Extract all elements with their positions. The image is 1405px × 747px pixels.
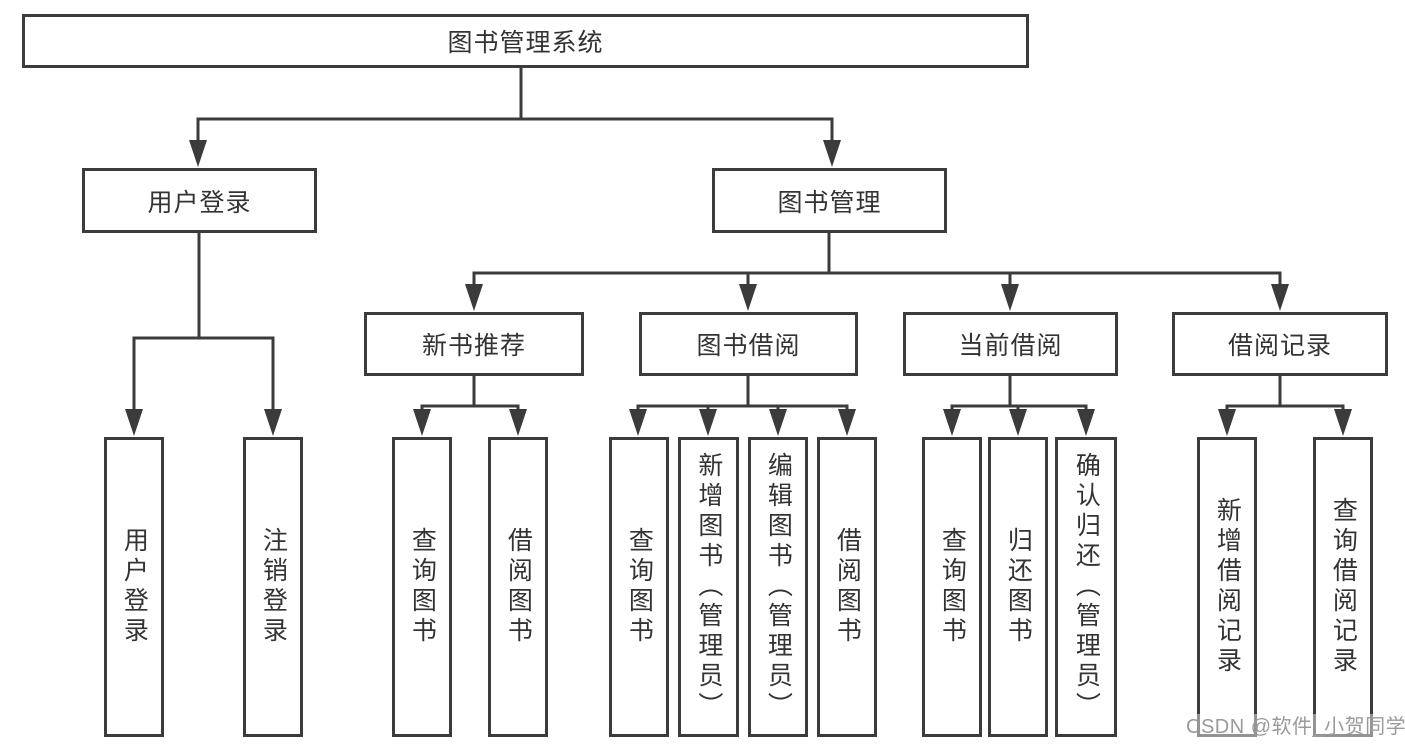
node-root-label: 图书管理系统: [447, 29, 604, 57]
node-book-borrow: 图书借阅: [639, 312, 858, 376]
arrowhead-leaf-add-record: [1218, 409, 1236, 436]
leaf-query-borrow-record-label: 查询借阅记录: [1329, 497, 1358, 677]
leaf-borrow-book-2-label: 借阅图书: [833, 527, 862, 647]
node-new-book-recommend: 新书推荐: [364, 312, 584, 376]
leaf-return-book: 归还图书: [988, 437, 1048, 737]
node-book-borrow-label: 图书借阅: [696, 332, 801, 360]
node-borrow-records-label: 借阅记录: [1227, 332, 1332, 360]
node-user-login: 用户登录: [82, 168, 317, 233]
leaf-query-book-2-label: 查询图书: [625, 527, 654, 647]
leaf-confirm-return-admin: 确认归还（管理员）: [1055, 437, 1117, 737]
arrowhead-leaf-query2: [629, 409, 647, 436]
leaf-add-borrow-record-label: 新增借阅记录: [1213, 497, 1242, 677]
arrowhead-leaf-query-record: [1334, 409, 1352, 436]
arrowhead-leaf-login: [125, 409, 143, 436]
leaf-logout: 注销登录: [243, 437, 303, 737]
leaf-return-book-label: 归还图书: [1004, 527, 1033, 647]
watermark: CSDN @软件_小贺同学: [1184, 714, 1405, 740]
leaf-query-book-2: 查询图书: [609, 437, 669, 737]
leaf-add-book-admin: 新增图书（管理员）: [678, 437, 739, 737]
leaf-borrow-book-1-label: 借阅图书: [504, 527, 533, 647]
leaf-add-book-admin-label: 新增图书（管理员）: [694, 452, 723, 722]
node-book-management-label: 图书管理: [777, 188, 882, 217]
leaf-confirm-return-admin-label: 确认归还（管理员）: [1072, 452, 1101, 722]
arrowhead-leaf-return: [1009, 409, 1027, 436]
arrowhead-leaf-edit-book: [769, 409, 787, 436]
arrowhead-leaf-borrow1: [509, 409, 527, 436]
leaf-user-login: 用户登录: [104, 437, 164, 737]
arrowhead-leaf-confirm: [1077, 409, 1095, 436]
node-current-borrow: 当前借阅: [903, 312, 1118, 376]
leaf-add-borrow-record: 新增借阅记录: [1197, 437, 1257, 737]
arrowhead-new-book: [465, 284, 483, 311]
node-root: 图书管理系统: [22, 14, 1029, 68]
arrowhead-book-management: [823, 140, 841, 167]
leaf-query-book-3-label: 查询图书: [938, 527, 967, 647]
leaf-query-borrow-record: 查询借阅记录: [1313, 437, 1373, 737]
arrowhead-leaf-add-book: [699, 409, 717, 436]
node-book-management: 图书管理: [712, 168, 947, 233]
leaf-borrow-book-2: 借阅图书: [817, 437, 877, 737]
leaf-query-book-3: 查询图书: [922, 437, 982, 737]
arrowhead-leaf-logout: [264, 409, 282, 436]
arrowhead-book-borrow: [739, 284, 757, 311]
arrowhead-current-borrow: [1001, 284, 1019, 311]
node-current-borrow-label: 当前借阅: [958, 332, 1063, 360]
leaf-user-login-label: 用户登录: [120, 527, 149, 647]
node-user-login-label: 用户登录: [147, 188, 252, 217]
arrowhead-leaf-query3: [943, 409, 961, 436]
arrowhead-leaf-borrow2: [838, 409, 856, 436]
leaf-edit-book-admin: 编辑图书（管理员）: [748, 437, 808, 737]
leaf-query-book-1-label: 查询图书: [408, 527, 437, 647]
leaf-query-book-1: 查询图书: [392, 437, 452, 737]
leaf-edit-book-admin-label: 编辑图书（管理员）: [764, 452, 793, 722]
leaf-logout-label: 注销登录: [259, 527, 288, 647]
leaf-borrow-book-1: 借阅图书: [488, 437, 548, 737]
node-borrow-records: 借阅记录: [1172, 312, 1388, 376]
arrowhead-leaf-query1: [413, 409, 431, 436]
arrowhead-borrow-records: [1271, 284, 1289, 311]
arrowhead-user-login: [189, 140, 207, 167]
node-new-book-recommend-label: 新书推荐: [421, 332, 526, 360]
